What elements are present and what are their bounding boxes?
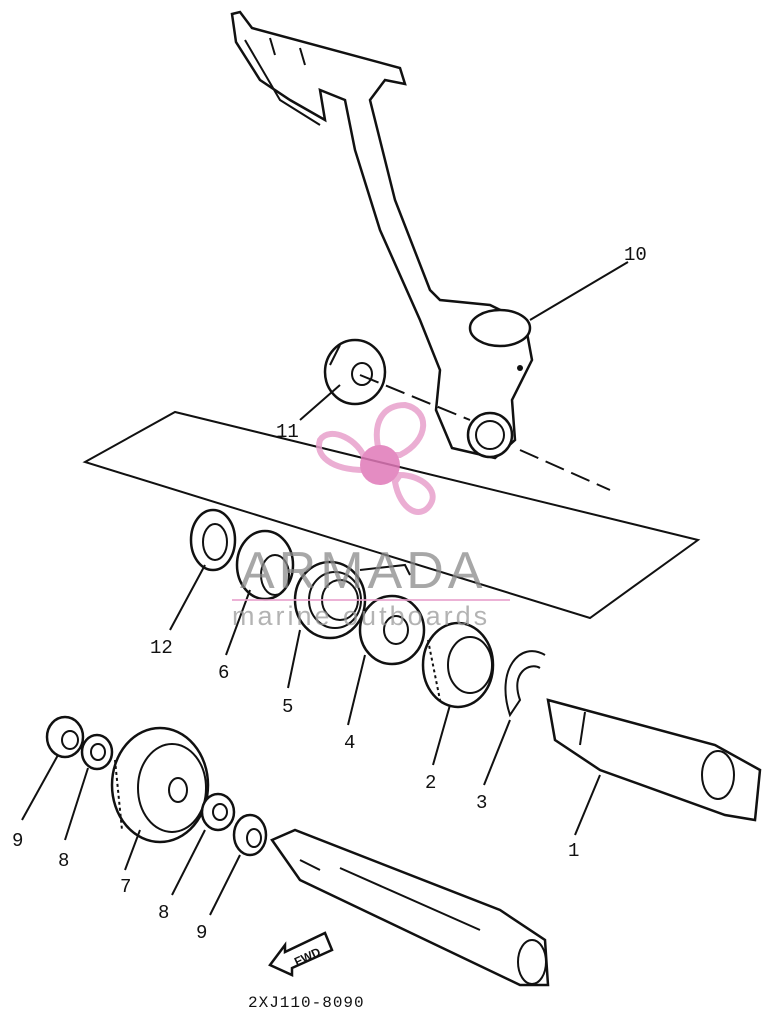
watermark-subtitle: marine outboards	[232, 601, 490, 631]
callout-5: 5	[282, 696, 293, 718]
watermark-title: ARMADA	[240, 542, 486, 600]
callout-9-left: 9	[12, 830, 23, 852]
circlip-3	[504, 650, 546, 718]
main-shaft	[270, 828, 550, 987]
spring-guide-6	[235, 529, 295, 601]
callout-6: 6	[218, 662, 229, 684]
circlip-9-left	[45, 715, 85, 759]
nut-11	[323, 338, 387, 406]
callout-8-right: 8	[158, 902, 169, 924]
callout-12: 12	[150, 637, 173, 659]
callout-11: 11	[276, 421, 299, 443]
callout-4: 4	[344, 732, 355, 754]
kick-axle-1	[546, 698, 762, 822]
callout-2: 2	[425, 772, 436, 794]
washer-8-left	[80, 733, 114, 771]
circlip-9-right	[232, 813, 268, 857]
assembly-axis-line	[359, 374, 611, 491]
callout-8-left: 8	[58, 850, 69, 872]
ratchet-wheel-2	[421, 621, 495, 709]
forward-arrow: FWD	[268, 931, 334, 977]
leader-lines	[21, 261, 629, 916]
callout-1: 1	[568, 840, 579, 862]
washer-4	[358, 594, 426, 666]
diagram-code: 2XJ110-8090	[248, 994, 365, 1012]
kick-lever	[230, 10, 534, 460]
reference-frame	[82, 410, 701, 620]
callout-10: 10	[624, 244, 647, 266]
idle-gear-7	[110, 726, 210, 844]
oil-seal-12	[189, 508, 237, 572]
callout-7: 7	[120, 876, 131, 898]
washer-8-right	[200, 792, 236, 832]
callout-9-right: 9	[196, 922, 207, 944]
watermark-propeller-logo	[316, 401, 436, 515]
callout-3: 3	[476, 792, 487, 814]
